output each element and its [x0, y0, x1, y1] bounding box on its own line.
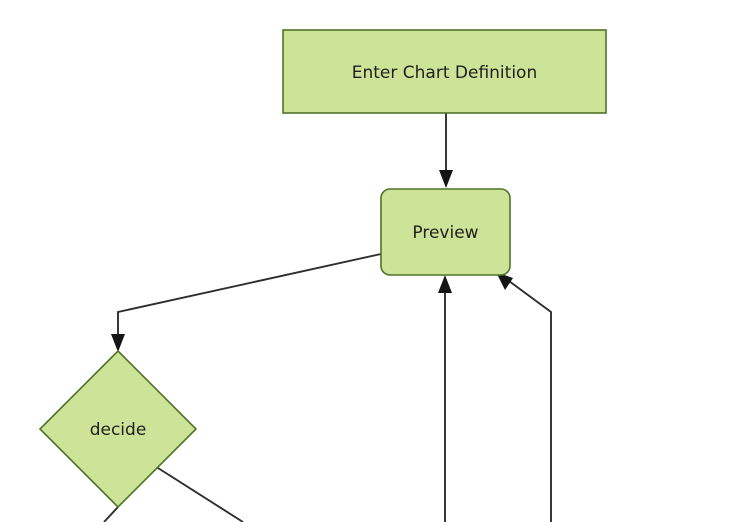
- edge-line: [117, 253, 382, 338]
- node-label-enter-chart-definition: Enter Chart Definition: [352, 63, 537, 83]
- node-shape-rounded-rectangle[interactable]: [380, 188, 511, 276]
- node-enter-chart-definition[interactable]: Enter Chart Definition: [282, 29, 607, 114]
- edge-line: [157, 467, 244, 522]
- edge-bottom-center-to-preview: [438, 275, 452, 522]
- edge-decide-right-out: [157, 467, 244, 522]
- node-shape-rectangle[interactable]: [282, 29, 607, 114]
- arrowhead-down-icon: [111, 334, 125, 352]
- edge-enter-to-preview: [439, 113, 453, 188]
- node-shape-diamond[interactable]: [38, 349, 198, 509]
- arrowhead-up-icon: [438, 275, 452, 293]
- arrowhead-down-icon: [439, 170, 453, 188]
- edge-bottom-right-to-preview: [496, 272, 552, 522]
- node-preview[interactable]: Preview: [380, 188, 511, 276]
- arrowhead-up-left-icon: [496, 272, 513, 290]
- edge-line: [103, 506, 119, 522]
- edge-line: [508, 280, 552, 522]
- node-label-preview: Preview: [412, 223, 478, 243]
- node-label-decide: decide: [90, 420, 147, 440]
- edge-preview-to-decide: [111, 253, 382, 352]
- edge-decide-left-out: [103, 506, 119, 522]
- node-decide[interactable]: decide: [38, 349, 198, 509]
